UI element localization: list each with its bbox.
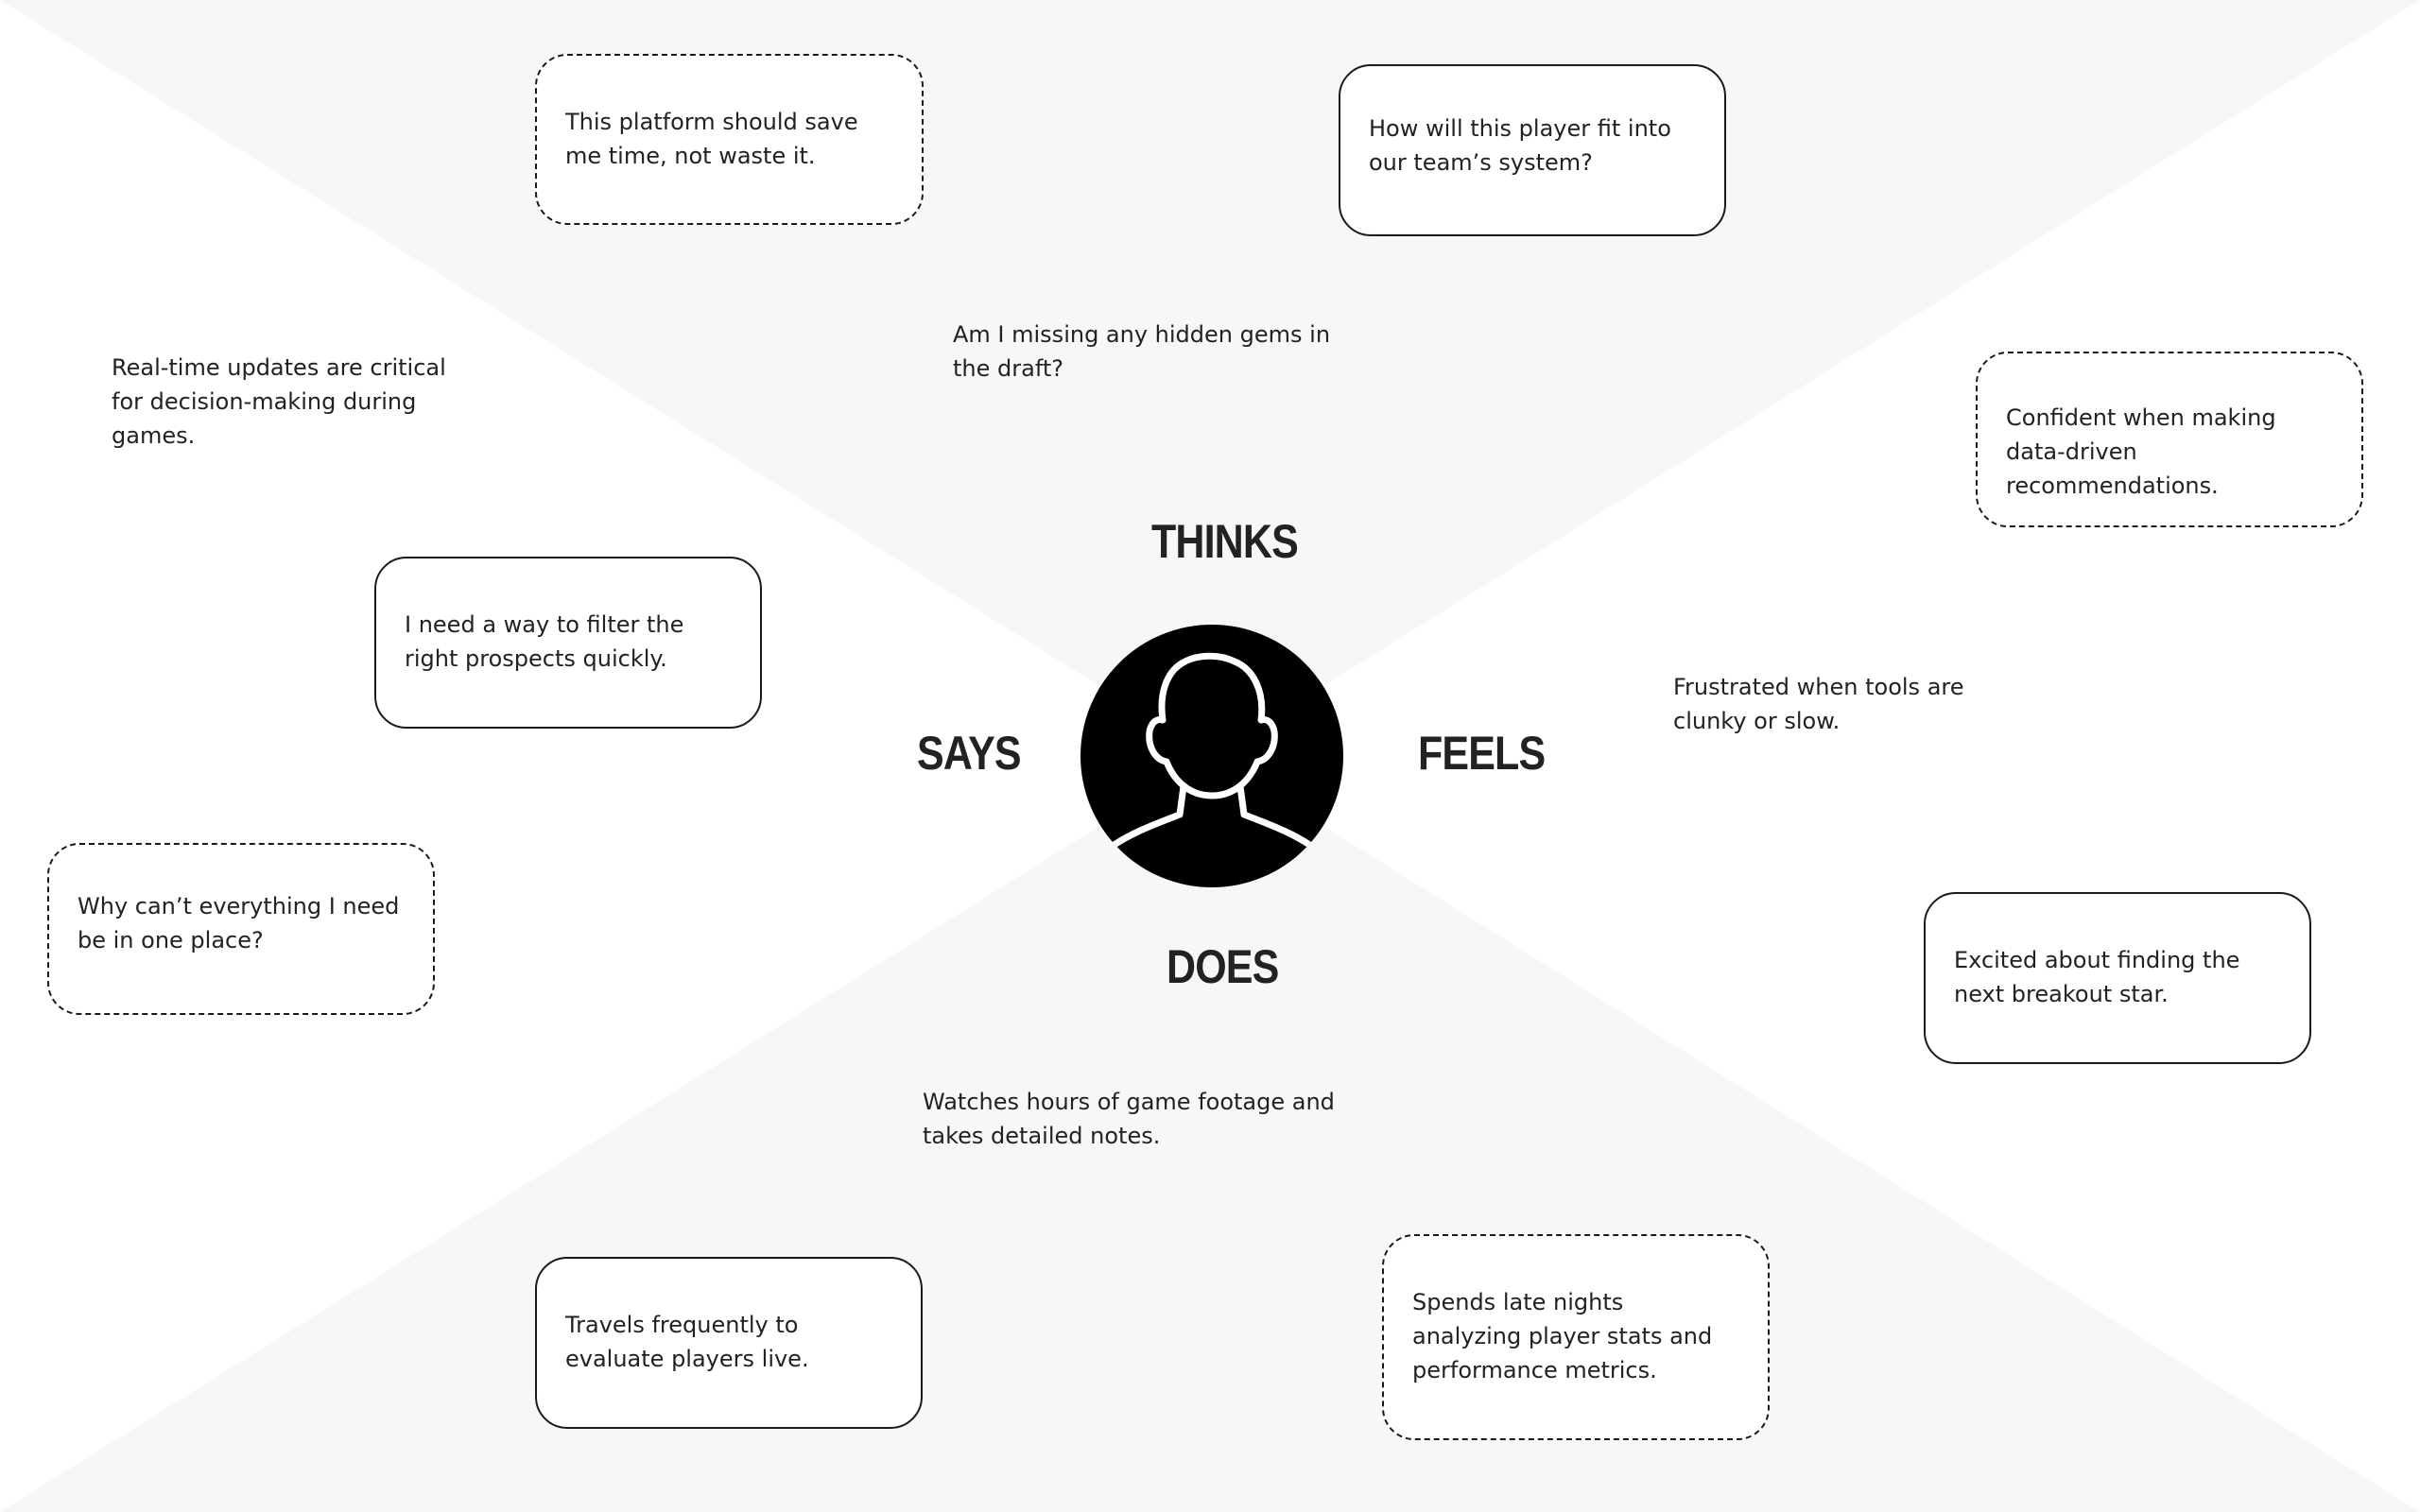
user-avatar-icon <box>1080 625 1343 887</box>
note-real-time[interactable]: Real-time updates are critical for decis… <box>112 351 471 453</box>
note-save-time[interactable]: This platform should save me time, not w… <box>535 54 924 225</box>
note-hidden-gems[interactable]: Am I missing any hidden gems in the draf… <box>953 318 1350 386</box>
note-filter[interactable]: I need a way to filter the right prospec… <box>374 557 762 729</box>
note-excited[interactable]: Excited about finding the next breakout … <box>1924 892 2311 1064</box>
note-text: This platform should save me time, not w… <box>565 109 858 169</box>
avatar-circle <box>1080 625 1343 887</box>
heading-says: SAYS <box>917 727 1022 780</box>
note-footage[interactable]: Watches hours of game footage and takes … <box>923 1085 1339 1153</box>
heading-does: DOES <box>1167 940 1279 993</box>
note-text: How will this player fit into our team’s… <box>1369 115 1671 176</box>
note-text: Travels frequently to evaluate players l… <box>565 1312 809 1372</box>
note-text: Spends late nights analyzing player stat… <box>1412 1289 1713 1383</box>
note-late-nights[interactable]: Spends late nights analyzing player stat… <box>1382 1234 1770 1440</box>
heading-feels: FEELS <box>1418 727 1546 780</box>
note-one-place[interactable]: Why can’t everything I need be in one pl… <box>47 843 435 1015</box>
note-fit-system[interactable]: How will this player fit into our team’s… <box>1339 64 1726 236</box>
note-text: Frustrated when tools are clunky or slow… <box>1673 674 1964 734</box>
note-frustrated[interactable]: Frustrated when tools are clunky or slow… <box>1673 670 2032 738</box>
note-text: Confident when making data-driven recomm… <box>2006 404 2276 499</box>
note-text: Am I missing any hidden gems in the draf… <box>953 321 1331 382</box>
note-text: I need a way to filter the right prospec… <box>405 611 684 672</box>
note-travels[interactable]: Travels frequently to evaluate players l… <box>535 1257 923 1429</box>
heading-thinks: THINKS <box>1151 515 1299 568</box>
note-text: Why can’t everything I need be in one pl… <box>78 893 400 954</box>
note-text: Real-time updates are critical for decis… <box>112 354 446 449</box>
note-text: Watches hours of game footage and takes … <box>923 1089 1335 1149</box>
note-confident[interactable]: Confident when making data-driven recomm… <box>1976 352 2363 527</box>
note-text: Excited about finding the next breakout … <box>1954 947 2240 1007</box>
